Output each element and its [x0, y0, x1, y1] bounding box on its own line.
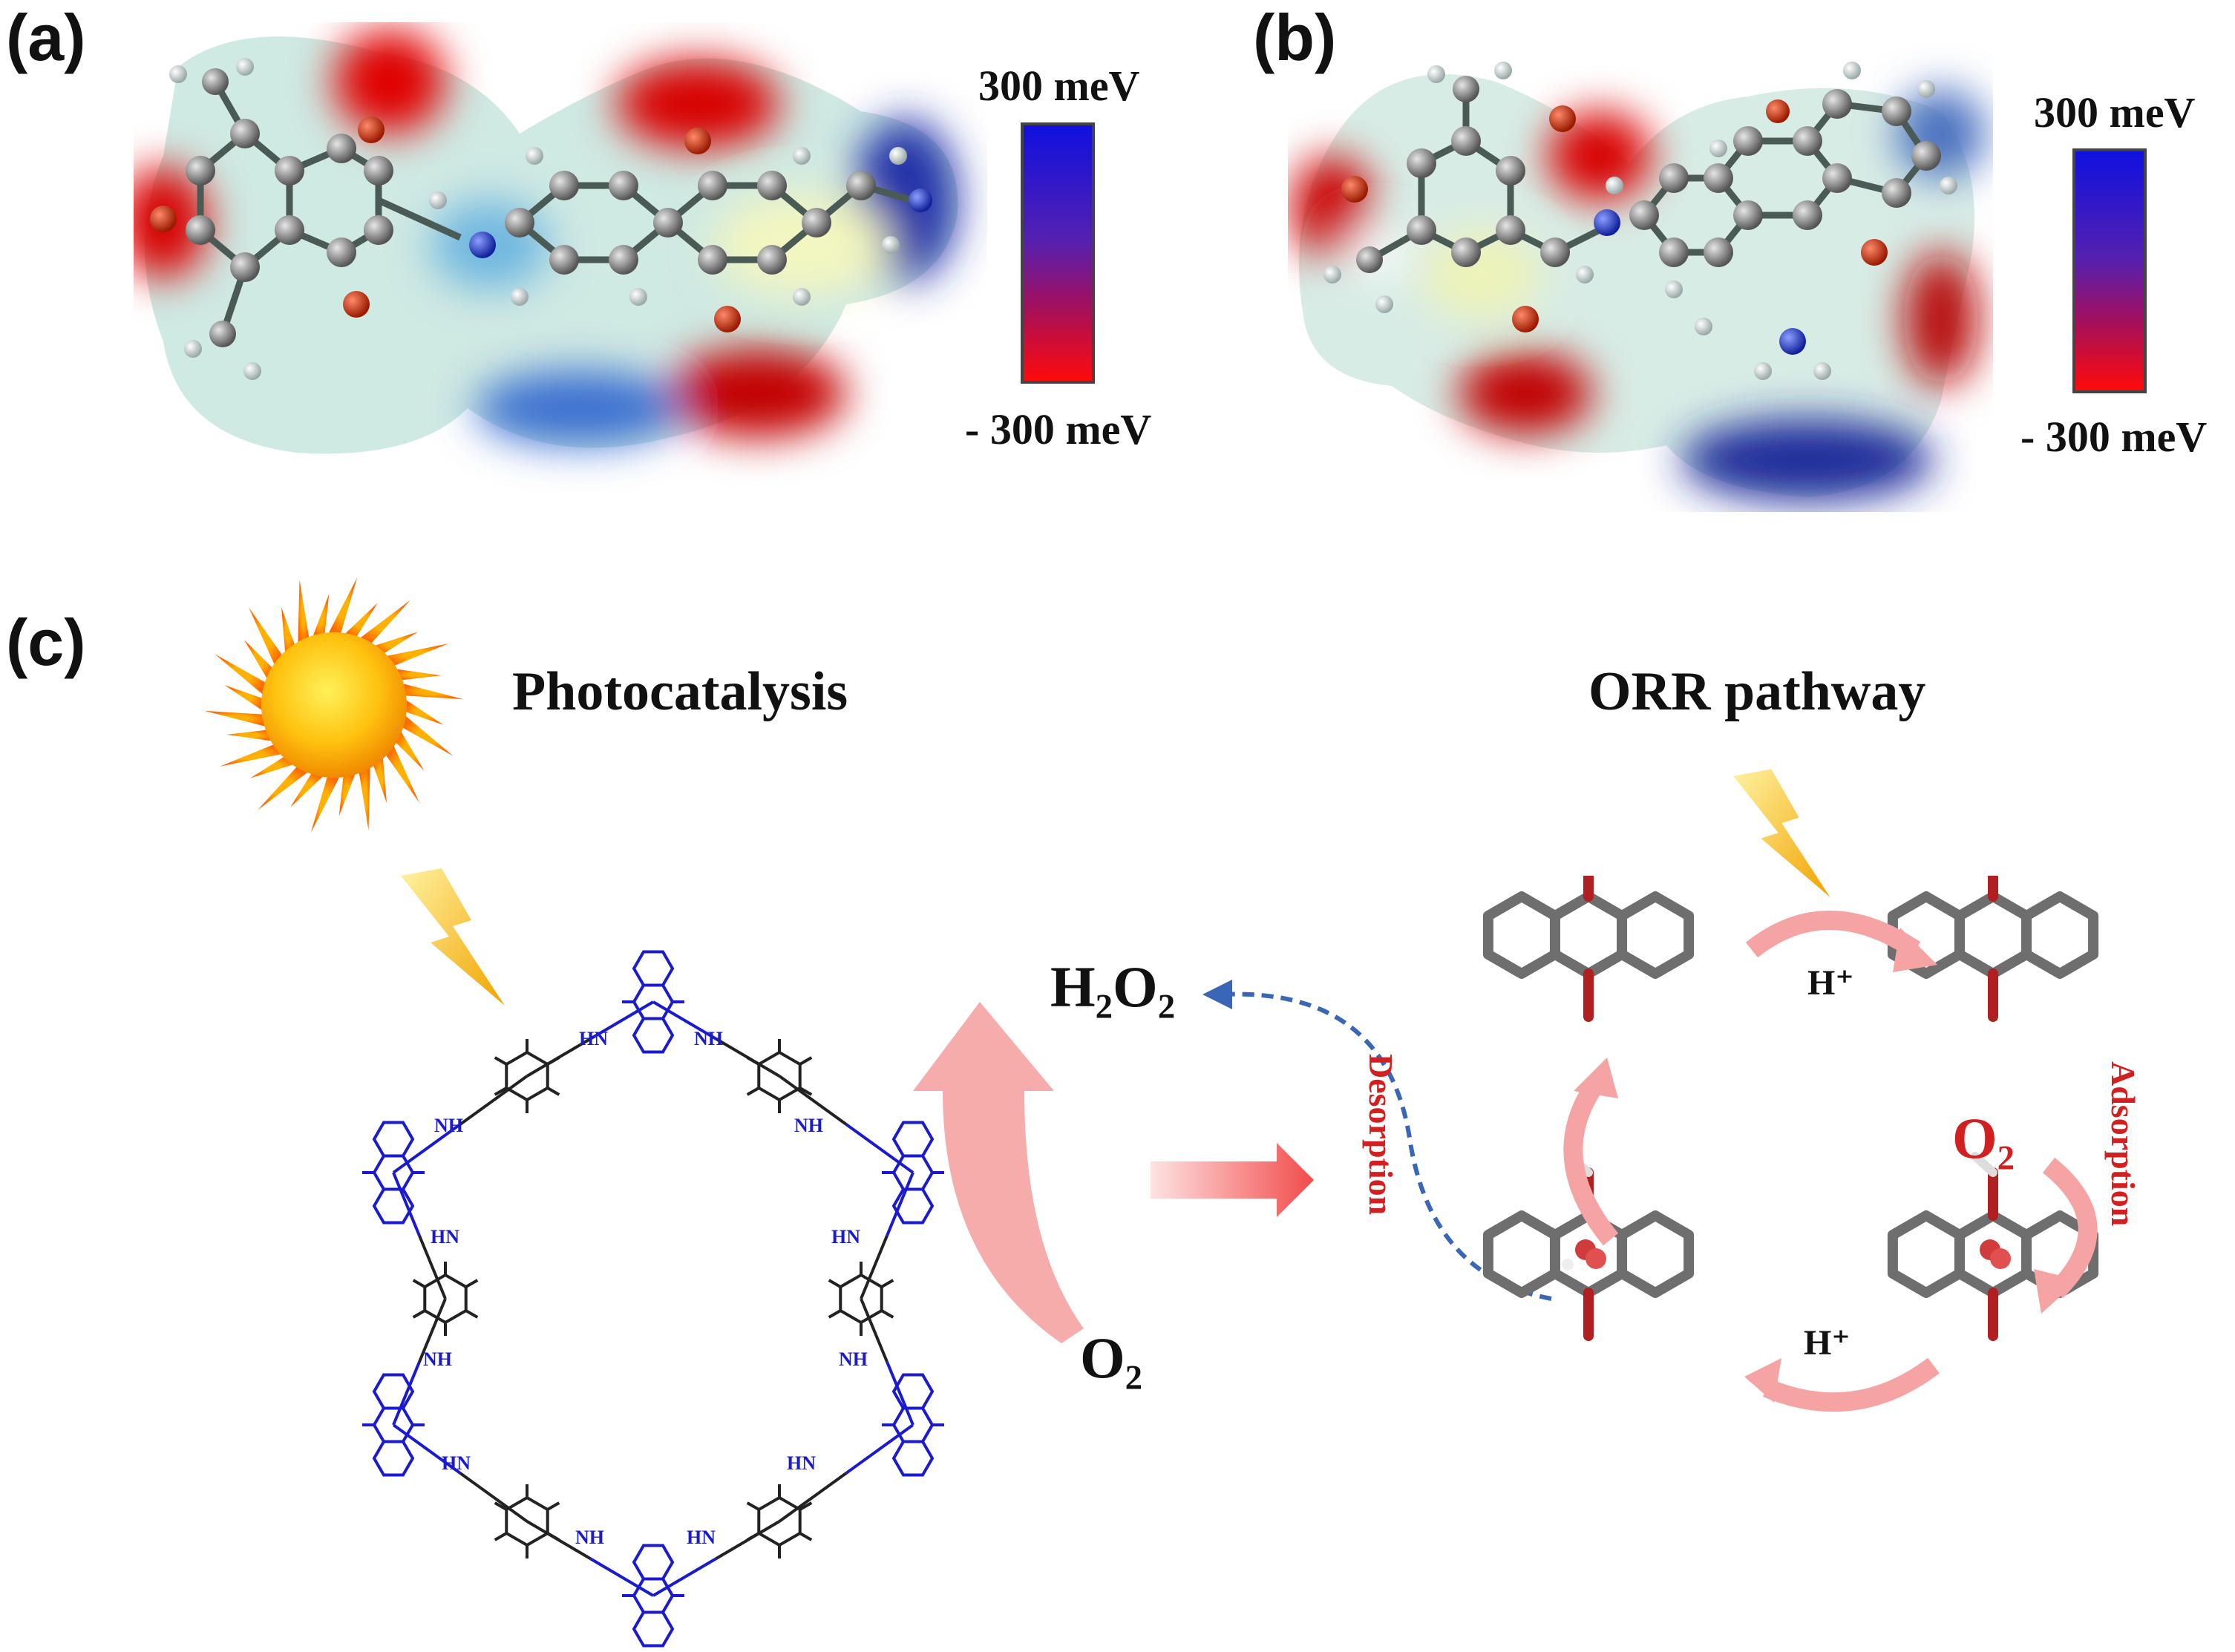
desorption-arrow — [1220, 991, 1552, 1301]
proton-arrow-bottom — [1763, 1357, 1940, 1412]
nh-label-5: HN — [431, 1226, 459, 1248]
proton-arrow-top — [1745, 911, 1921, 958]
colorbar-b — [2072, 148, 2147, 393]
nh-label-2: NH — [694, 1028, 723, 1049]
anthraquinone-molecule — [1482, 876, 1695, 1022]
lightning-bolt-icon-orr — [1733, 769, 1830, 897]
scale-b-max: 300 meV — [2034, 88, 2196, 137]
adsorption-arrow — [2042, 1157, 2098, 1299]
orr-cycle: H⁺ H⁺ O₂ Adsorption Desorption — [1202, 876, 2142, 1412]
h2o2-label: H₂O₂ — [1050, 954, 1176, 1019]
nh-label-11: NH — [575, 1527, 604, 1548]
esp-map-a — [134, 30, 958, 454]
esp-map-b — [1292, 62, 1986, 501]
hydroxy-anthraquinone-molecule — [1887, 876, 2099, 1022]
scale-b-min: - 300 meV — [2020, 413, 2208, 461]
oxygen-to-peroxide-arrow — [913, 1002, 1084, 1343]
regeneration-arrow — [1563, 1078, 1619, 1246]
o2-adsorbed-label: O₂ — [1952, 1106, 2015, 1170]
adsorption-label: Adsorption — [2104, 1061, 2142, 1226]
panel-a-label: (a) — [6, 1, 86, 74]
scale-a-min: - 300 meV — [965, 405, 1152, 453]
nh-label-6: HN — [831, 1226, 860, 1248]
nh-label-7: NH — [423, 1348, 452, 1370]
panel-b-label: (b) — [1253, 1, 1337, 74]
nh-label-8: NH — [839, 1348, 868, 1370]
nh-label-9: HN — [442, 1452, 471, 1474]
desorption-label: Desorption — [1362, 1054, 1400, 1215]
nh-label-1: HN — [579, 1028, 608, 1049]
orr-pathway-title: ORR pathway — [1588, 661, 1926, 722]
nh-label-4: NH — [794, 1115, 823, 1136]
panel-c-label: (c) — [6, 606, 86, 679]
nh-label-3: NH — [434, 1115, 463, 1136]
photocatalysis-title: Photocatalysis — [512, 661, 848, 722]
cof-macrocycle: HN NH NH NH HN HN NH NH HN HN NH HN — [362, 950, 944, 1648]
reaction-arrows — [913, 1002, 1314, 1343]
scale-a-max: 300 meV — [978, 62, 1140, 110]
sun-icon — [204, 577, 464, 833]
colorbar-a — [1021, 122, 1095, 384]
lightning-bolt-icon — [401, 868, 505, 1006]
to-orr-arrow — [1151, 1143, 1314, 1217]
nh-label-10: HN — [787, 1452, 816, 1474]
proton-bottom-label: H⁺ — [1804, 1323, 1850, 1363]
o2-reactant-label: O₂ — [1080, 1325, 1143, 1390]
proton-top-label: H⁺ — [1807, 963, 1854, 1003]
nh-label-12: HN — [687, 1527, 716, 1548]
